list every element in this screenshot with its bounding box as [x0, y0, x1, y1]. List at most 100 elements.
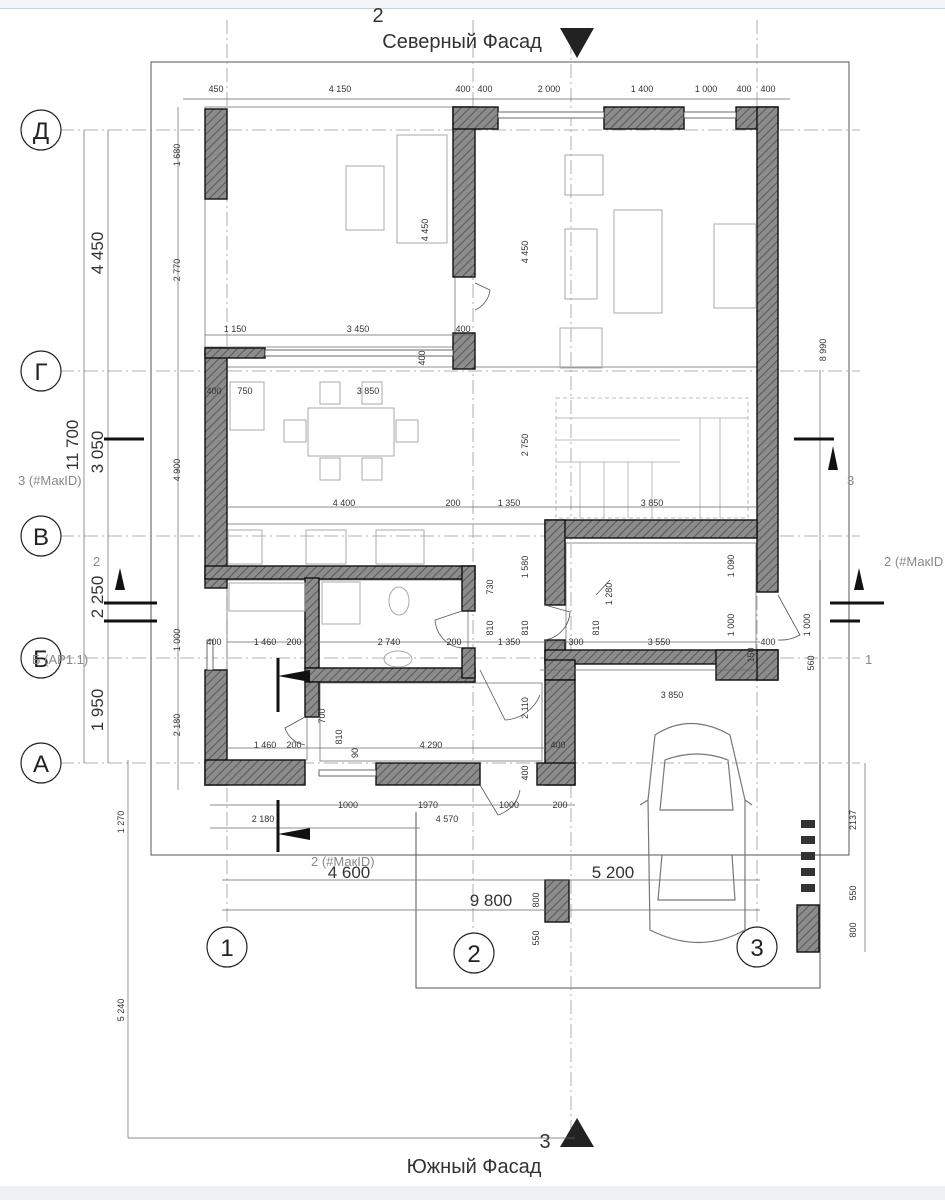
- staircase: [555, 397, 749, 519]
- dim-810-c: 810: [591, 620, 601, 635]
- dim-1270: 1 270: [116, 811, 126, 834]
- dim-200-c: 200: [446, 637, 461, 647]
- dim-total: 11 700: [63, 420, 82, 471]
- dim-200-a: 200: [445, 498, 460, 508]
- dim-9800: 9 800: [470, 891, 513, 910]
- dim-d-g: 4 450: [88, 232, 107, 275]
- axis-label-g: Г: [35, 359, 48, 386]
- dim-2180: 2 180: [172, 714, 182, 737]
- dim-1090: 1 090: [726, 555, 736, 578]
- dim-560: 560: [806, 655, 816, 670]
- dimension-lines: [83, 98, 866, 1139]
- dim-400-a: 400: [455, 324, 470, 334]
- dim-550-int: 550: [531, 930, 541, 945]
- top-dim-450: 450: [208, 84, 223, 94]
- dim-2770: 2 770: [172, 259, 182, 282]
- dim-2137: 2137: [848, 810, 858, 830]
- dim-750: 750: [237, 386, 252, 396]
- section-label-left-3: 3 (#МакID): [18, 473, 82, 488]
- car-silhouette: [639, 722, 753, 943]
- dim-g-v: 3 050: [88, 431, 107, 474]
- dim-2750: 2 750: [520, 434, 530, 457]
- dim-400-g: 400: [520, 765, 530, 780]
- dim-3550: 3 550: [648, 637, 671, 647]
- top-dim-1400: 1 400: [631, 84, 654, 94]
- dim-200-b: 200: [286, 637, 301, 647]
- left-dimensions: 11 700 4 450 3 050 2 250 1 950 1 680 2 7…: [63, 144, 182, 1022]
- dim-150: 150: [746, 647, 756, 662]
- north-facade-label: Северный Фасад: [382, 31, 542, 53]
- dim-3850-a: 3 850: [357, 386, 380, 396]
- dim-1000-int: 1 000: [802, 614, 812, 637]
- dim-1000: 1 000: [172, 629, 182, 652]
- dim-v-b: 2 250: [88, 576, 107, 619]
- dim-1150: 1 150: [224, 324, 247, 334]
- south-facade-label: Южный Фасад: [407, 1156, 542, 1178]
- dim-1680: 1 680: [172, 144, 182, 167]
- axis-label-3: 3: [750, 935, 763, 962]
- dim-800-right: 800: [848, 922, 858, 937]
- row-axis-markers: Д Г В Б А: [20, 109, 62, 784]
- axis-label-a: А: [33, 751, 49, 778]
- section-cut-markers: [104, 437, 884, 852]
- section-label-right-2: 2 (#МакID: [884, 554, 943, 569]
- dim-800-int: 800: [531, 892, 541, 907]
- dim-4600: 4 600: [328, 863, 371, 882]
- windows: [206, 111, 737, 777]
- window-bottom-bar: [0, 1186, 945, 1200]
- top-dim-1000: 1 000: [695, 84, 718, 94]
- section-labels: 3 (#МакID) 3 2 2 (#МакID 2 (#МакID) Б (А…: [18, 473, 943, 869]
- axis-label-v: В: [33, 524, 49, 551]
- furniture: [227, 134, 757, 668]
- column-axis-markers: 1 2 3: [206, 926, 778, 974]
- dim-90: 90: [350, 748, 360, 758]
- north-facade-number: 2: [372, 5, 383, 27]
- top-dim-400b: 400: [477, 84, 492, 94]
- north-facade-title: 2 Северный Фасад: [372, 5, 594, 58]
- window-top-bar: [0, 0, 945, 9]
- axis-label-1: 1: [220, 935, 233, 962]
- dim-1000-right: 1 000: [726, 614, 736, 637]
- dim-3850-c: 3 850: [661, 690, 684, 700]
- dim-4570: 4 570: [436, 814, 459, 824]
- north-arrow-icon: [560, 28, 594, 58]
- right-dimensions: 8 990 2137 550 800 560 1 000 1 090: [726, 339, 858, 938]
- section-label-right-3: 3: [847, 473, 854, 488]
- dim-810-d: 810: [334, 729, 344, 744]
- top-dim-2000: 2 000: [538, 84, 561, 94]
- dim-810-b: 810: [520, 620, 530, 635]
- dim-8990: 8 990: [818, 339, 828, 362]
- dim-1350-b: 1 350: [498, 637, 521, 647]
- dim-3850-b: 3 850: [641, 498, 664, 508]
- dim-4290: 4 290: [420, 740, 443, 750]
- door-swings: [284, 282, 801, 816]
- dim-200-bottom: 200: [552, 800, 567, 810]
- dim-400-e: 400: [206, 637, 221, 647]
- dim-5200: 5 200: [592, 863, 635, 882]
- dim-1000-bottom-a: 1000: [338, 800, 358, 810]
- dim-2740: 2 740: [378, 637, 401, 647]
- south-facade-number: 3: [539, 1131, 550, 1153]
- dim-4400: 4 400: [333, 498, 356, 508]
- axis-label-d: Д: [33, 118, 49, 145]
- walls: [204, 106, 820, 953]
- dim-3450: 3 450: [347, 324, 370, 334]
- site-outline: [150, 61, 850, 989]
- dim-2110: 2 110: [520, 697, 530, 719]
- top-dim-4150: 4 150: [329, 84, 352, 94]
- dim-1350-a: 1 350: [498, 498, 521, 508]
- dim-700: 700: [317, 708, 327, 723]
- dim-b-a: 1 950: [88, 689, 107, 732]
- top-dim-400c: 400: [736, 84, 751, 94]
- dim-1460-b: 1 460: [254, 740, 277, 750]
- bike-rack: [801, 820, 815, 892]
- axis-label-2: 2: [467, 941, 480, 968]
- dim-1460-a: 1 460: [254, 637, 277, 647]
- section-label-bottom-2: 2 (#МакID): [311, 854, 375, 869]
- dim-300: 300: [568, 637, 583, 647]
- section-label-left-2: 2: [93, 554, 100, 569]
- dim-730: 730: [485, 579, 495, 594]
- south-arrow-icon: [560, 1118, 594, 1147]
- top-dim-400d: 400: [760, 84, 775, 94]
